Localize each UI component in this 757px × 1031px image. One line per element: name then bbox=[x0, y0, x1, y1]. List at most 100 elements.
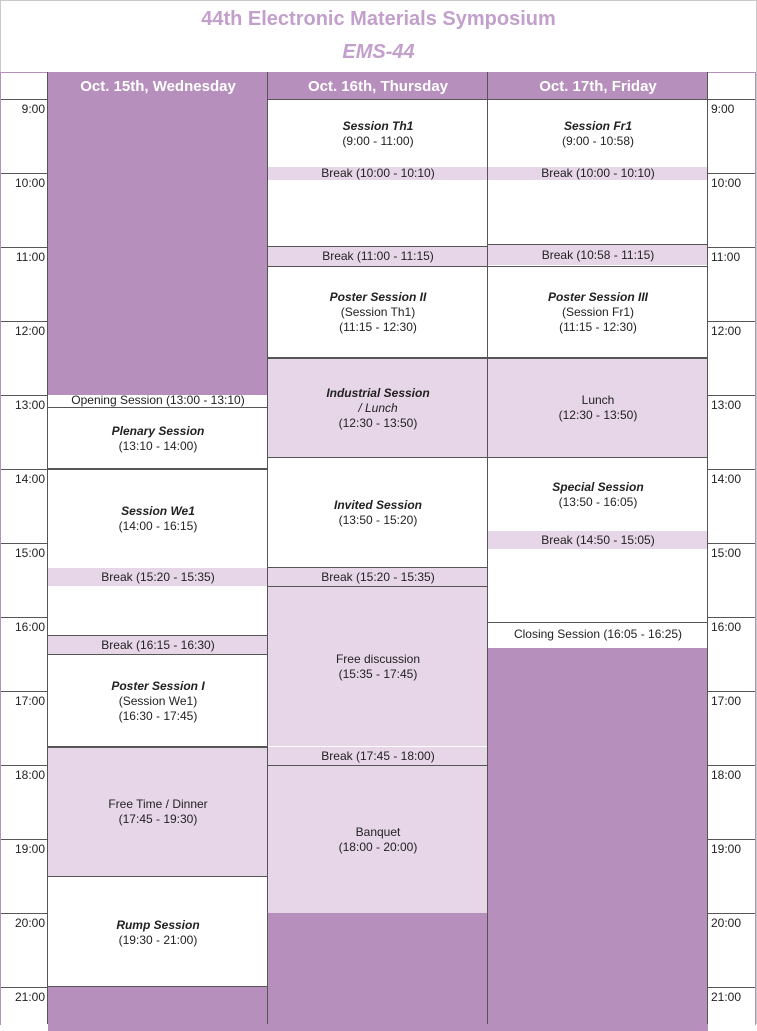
event-name: Free discussion bbox=[335, 652, 421, 667]
column-divider bbox=[487, 72, 488, 1024]
event-time: (19:30 - 21:00) bbox=[118, 932, 198, 947]
event-text: Poster Session III(Session Fr1)(11:15 - … bbox=[488, 290, 708, 335]
hour-label: 10:00 bbox=[14, 176, 45, 190]
event-text: Poster Session I(Session We1)(16:30 - 17… bbox=[48, 679, 268, 724]
event-label: Break (11:00 - 11:15) bbox=[322, 249, 434, 263]
break-slot: Break (10:58 - 11:15) bbox=[488, 244, 708, 266]
column-divider bbox=[707, 72, 708, 1024]
day-header: Oct. 16th, Thursday bbox=[268, 72, 488, 100]
event-name: Poster Session I bbox=[111, 678, 205, 693]
session-block: Invited Session(13:50 - 15:20) bbox=[268, 456, 488, 568]
hour-line bbox=[1, 691, 48, 692]
event-time: (9:00 - 11:00) bbox=[342, 134, 414, 149]
hour-line bbox=[1, 987, 48, 988]
event-time: (16:30 - 17:45) bbox=[118, 708, 198, 723]
hour-line bbox=[1, 469, 48, 470]
break-slot: Break (15:20 - 15:35) bbox=[48, 567, 268, 587]
column-divider bbox=[47, 72, 48, 1024]
unavailable-block bbox=[48, 99, 268, 395]
hour-line bbox=[1, 173, 48, 174]
break-slot: Break (17:45 - 18:00) bbox=[268, 746, 488, 765]
event-text: Special Session(13:50 - 16:05) bbox=[488, 480, 708, 510]
hour-label: 19:00 bbox=[711, 842, 742, 856]
session-block: Poster Session I(Session We1)(16:30 - 17… bbox=[48, 654, 268, 747]
event-text: Lunch(12:30 - 13:50) bbox=[488, 393, 708, 423]
page-subtitle: EMS-44 bbox=[342, 41, 415, 63]
event-name: Industrial Session bbox=[326, 385, 430, 400]
session-block: Poster Session III(Session Fr1)(11:15 - … bbox=[488, 265, 708, 358]
event-label: Break (14:50 - 15:05) bbox=[541, 532, 655, 547]
event-name: Lunch bbox=[581, 393, 615, 408]
event-text: Plenary Session(13:10 - 14:00) bbox=[48, 424, 268, 454]
event-name: Session Fr1 bbox=[563, 119, 633, 134]
page-title: 44th Electronic Materials Symposium bbox=[201, 8, 556, 30]
event-label: Break (15:20 - 15:35) bbox=[321, 569, 435, 584]
break-slot: Break (10:00 - 10:10) bbox=[488, 166, 708, 181]
hour-line bbox=[708, 987, 755, 988]
hour-label: 15:00 bbox=[14, 546, 45, 560]
event-sub: (Session Th1) bbox=[340, 305, 416, 320]
hour-label: 18:00 bbox=[711, 768, 742, 782]
event-sub: (Session Fr1) bbox=[561, 305, 635, 320]
hour-line bbox=[708, 913, 755, 914]
event-label: Break (17:45 - 18:00) bbox=[321, 748, 435, 763]
event-time: (13:50 - 15:20) bbox=[338, 513, 418, 528]
event-time: (13:10 - 14:00) bbox=[118, 439, 198, 454]
event-sub: (Session We1) bbox=[118, 693, 198, 708]
hour-line bbox=[708, 395, 755, 396]
hour-line bbox=[708, 543, 755, 544]
event-name: Special Session bbox=[552, 479, 644, 494]
hour-label: 14:00 bbox=[711, 472, 742, 486]
session-block: Lunch(12:30 - 13:50) bbox=[488, 358, 708, 457]
hour-label: 12:00 bbox=[711, 324, 742, 338]
hour-label: 16:00 bbox=[711, 620, 742, 634]
unavailable-block bbox=[488, 647, 708, 1031]
hour-label: 13:00 bbox=[14, 398, 45, 412]
hour-label: 15:00 bbox=[711, 546, 742, 560]
hour-line bbox=[708, 99, 755, 100]
session-block: Opening Session (13:00 - 13:10) bbox=[48, 393, 268, 407]
hour-label: 20:00 bbox=[14, 916, 45, 930]
event-name: Banquet bbox=[355, 825, 401, 839]
hour-label: 16:00 bbox=[14, 620, 45, 634]
event-text: Industrial Session/ Lunch(12:30 - 13:50) bbox=[268, 386, 488, 431]
hour-label: 11:00 bbox=[15, 250, 45, 264]
event-label: Opening Session (13:00 - 13:10) bbox=[71, 393, 245, 407]
event-time: (9:00 - 10:58) bbox=[561, 134, 635, 149]
hour-label: 21:00 bbox=[711, 990, 742, 1004]
event-time: (12:30 - 13:50) bbox=[338, 415, 418, 430]
event-text: Session We1(14:00 - 16:15) bbox=[48, 504, 268, 534]
session-block: Poster Session II(Session Th1)(11:15 - 1… bbox=[268, 265, 488, 358]
event-label: Closing Session (16:05 - 16:25) bbox=[513, 627, 683, 642]
schedule-grid: 9:00 10:00 11:00 12:00 13:00 14:00 15:00 16:00 1… bbox=[0, 72, 757, 1031]
event-time: (15:35 - 17:45) bbox=[338, 667, 418, 682]
session-block: Rump Session(19:30 - 21:00) bbox=[48, 876, 268, 987]
hour-line bbox=[1, 247, 48, 248]
event-sub: / Lunch bbox=[358, 400, 398, 415]
hour-label: 18:00 bbox=[14, 768, 45, 782]
event-text: Free Time / Dinner(17:45 - 19:30) bbox=[48, 797, 268, 827]
event-text: Poster Session II(Session Th1)(11:15 - 1… bbox=[268, 290, 488, 335]
column-divider bbox=[267, 72, 268, 1024]
event-name: Rump Session bbox=[116, 917, 200, 932]
hour-line bbox=[708, 617, 755, 618]
day-column: Session Fr1(9:00 - 10:58) Break (10:00 - … bbox=[488, 72, 708, 1031]
session-block: Free discussion(15:35 - 17:45) bbox=[268, 586, 488, 747]
event-label: Break (16:15 - 16:30) bbox=[101, 637, 215, 652]
hour-label: 19:00 bbox=[14, 842, 45, 856]
event-time: (11:15 - 12:30) bbox=[339, 320, 417, 335]
hour-line bbox=[708, 469, 755, 470]
event-text: Banquet(18:00 - 20:00) bbox=[268, 825, 488, 855]
hour-line bbox=[1, 617, 48, 618]
event-name: Free Time / Dinner bbox=[108, 797, 208, 812]
hour-label: 12:00 bbox=[14, 324, 45, 338]
session-block: Free Time / Dinner(17:45 - 19:30) bbox=[48, 746, 268, 876]
hour-label: 9:00 bbox=[21, 102, 45, 116]
hour-line bbox=[708, 839, 755, 840]
event-name: Session We1 bbox=[121, 504, 195, 519]
break-slot: Break (10:00 - 10:10) bbox=[268, 166, 488, 181]
event-label: Break (15:20 - 15:35) bbox=[101, 569, 215, 584]
event-text: Free discussion(15:35 - 17:45) bbox=[268, 652, 488, 682]
hour-line bbox=[1, 839, 48, 840]
